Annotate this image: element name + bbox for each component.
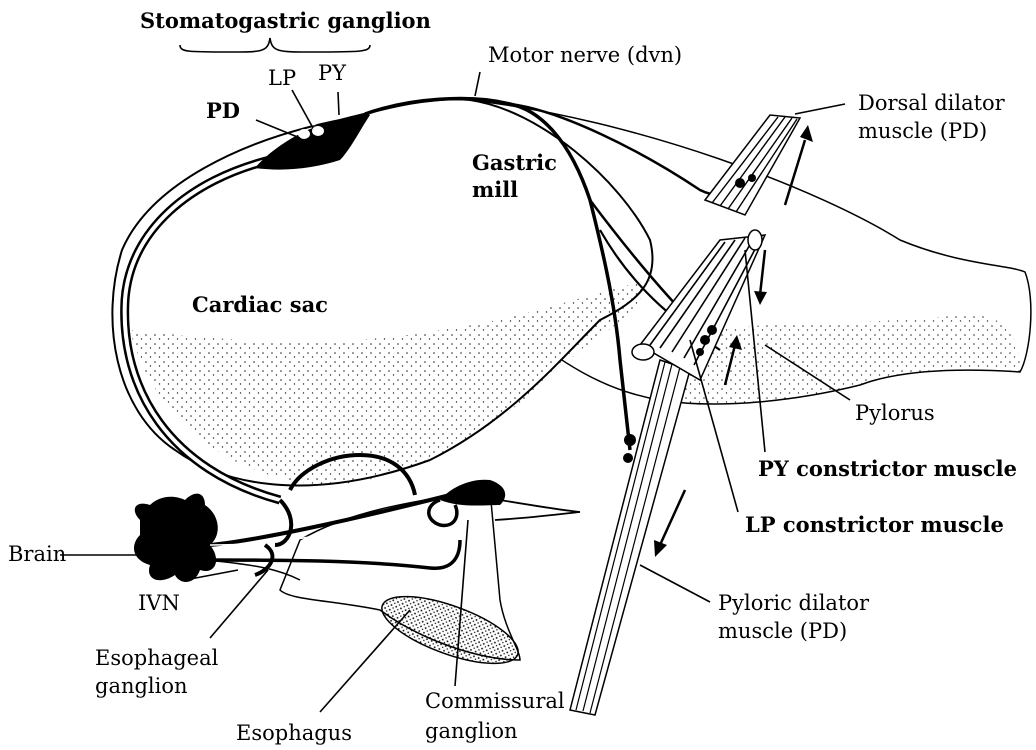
label-gastric: Gastric — [472, 150, 557, 175]
commissural-ganglion — [440, 480, 505, 506]
label-mill: mill — [472, 177, 518, 202]
label-motor-nerve: Motor nerve (dvn) — [488, 43, 682, 67]
label-pylorus: Pylorus — [855, 401, 935, 425]
label-py: PY — [318, 61, 347, 85]
label-pyloric-dilator-1: Pyloric dilator — [718, 591, 870, 615]
label-esophagus: Esophagus — [236, 721, 352, 745]
label-cardiac-sac: Cardiac sac — [192, 292, 328, 317]
label-lp-constrictor: LP constrictor muscle — [745, 512, 1004, 537]
label-dorsal-dilator-1: Dorsal dilator — [858, 91, 1006, 115]
label-pd: PD — [206, 98, 240, 123]
label-ivn: IVN — [138, 591, 180, 615]
label-commissural-ganglion: ganglion — [425, 719, 518, 743]
label-lp: LP — [268, 66, 296, 90]
label-brain: Brain — [8, 542, 66, 566]
pyloric-dilator-muscle — [570, 360, 690, 715]
label-dorsal-dilator-2: muscle (PD) — [858, 119, 987, 143]
label-py-constrictor: PY constrictor muscle — [758, 456, 1017, 481]
brain — [134, 494, 218, 582]
label-commissural: Commissural — [425, 689, 565, 713]
label-stomatogastric-ganglion: Stomatogastric ganglion — [140, 8, 431, 33]
label-esophageal-ganglion: ganglion — [95, 674, 188, 698]
label-pyloric-dilator-2: muscle (PD) — [718, 619, 847, 643]
label-esophageal: Esophageal — [95, 646, 219, 670]
lp-cell — [312, 126, 324, 136]
